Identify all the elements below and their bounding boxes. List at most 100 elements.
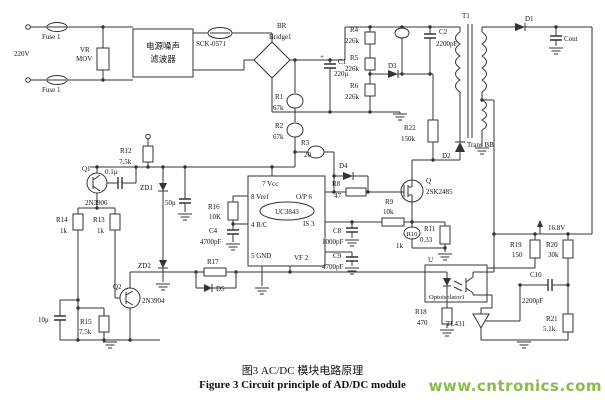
component-label: Cout (564, 35, 578, 43)
component-label: 滤波器 (150, 54, 176, 64)
diode-symbol (343, 172, 353, 180)
component-label: 7.5k (79, 328, 92, 336)
component-label: 4700pF (200, 238, 222, 246)
resistor-body (364, 83, 376, 97)
component-label: Q1 (82, 165, 91, 173)
resistor-oval (286, 93, 304, 109)
resistor-oval (403, 226, 421, 240)
terminal (25, 24, 31, 30)
component-label: C9 (333, 252, 342, 260)
component-label: Bridge1 (269, 33, 292, 41)
diode-symbol (515, 23, 525, 31)
transistor-circle (119, 287, 141, 309)
resistor-body (562, 313, 574, 333)
caption-english: Figure 3 Circuit principle of AD/DC modu… (199, 379, 406, 391)
resistor-body (142, 145, 154, 163)
emi-filter (132, 27, 273, 78)
component-label: BR (277, 22, 287, 30)
arrow-up (537, 220, 543, 227)
component-label: R2 (275, 122, 284, 130)
component-label: 7.5k (119, 158, 132, 166)
component-label: 226k (345, 65, 360, 73)
component-label: R22 (404, 124, 416, 132)
component-label: R12 (120, 147, 132, 155)
component-label: 226k (345, 93, 360, 101)
transformer-t1 (455, 24, 494, 155)
component-label: D3 (388, 62, 397, 70)
snubber-network (271, 26, 465, 180)
caption-chinese: 图3 AC/DC 模块电路原理 (241, 365, 364, 377)
component-label: UC3843 (275, 208, 299, 216)
resistor-body (72, 213, 84, 231)
resistor-body (427, 119, 439, 143)
component-label: C2 (439, 28, 448, 36)
resistor-body (562, 239, 574, 259)
current-sense-network (325, 217, 453, 261)
component-label: C8 (333, 227, 342, 235)
component-label: 10k (383, 208, 394, 216)
diode-symbol (455, 142, 465, 152)
component-label: 电源噪声 (146, 41, 180, 51)
resistor-body (203, 267, 227, 277)
component-label: R8 (332, 180, 341, 188)
feedback-divider (392, 100, 592, 340)
junction-dots (76, 25, 570, 342)
component-label: 1k (396, 242, 404, 250)
component-label: 470 (417, 319, 428, 327)
resistor-body (364, 31, 376, 45)
component-label: VR (80, 46, 90, 54)
component-label: 47 (334, 192, 342, 200)
component-label: Trans BB (467, 141, 494, 149)
component-label: R13 (93, 216, 105, 224)
component-label: 4 R/C (251, 221, 268, 229)
resistor-body (109, 213, 121, 231)
component-label: VF 2 (294, 254, 309, 262)
ic-body (247, 175, 326, 267)
component-label: + (320, 53, 324, 61)
component-label: Fuse 1 (42, 86, 61, 94)
component-label: 2200pF (522, 297, 544, 305)
component-label: 220V (14, 50, 30, 58)
component-label: 67k (273, 104, 284, 112)
diode-symbol (388, 70, 398, 78)
filter-box (132, 28, 194, 78)
component-label: R16 (208, 203, 220, 211)
component-label: 2N3906 (85, 199, 108, 207)
resistor-oval (286, 122, 304, 138)
component-label: D1 (525, 15, 534, 23)
component-label: 10μ (38, 316, 49, 324)
ic-name-oval (259, 201, 315, 221)
component-label: ZD1 (140, 184, 153, 192)
component-label: R14 (56, 216, 68, 224)
varistor-body (96, 47, 110, 71)
component-label: R5 (350, 54, 359, 62)
component-label: D5 (216, 285, 225, 293)
component-label: TL431 (446, 320, 466, 328)
component-label: T1 (462, 12, 470, 20)
component-label: 1k (60, 227, 68, 235)
component-label: R19 (510, 241, 522, 249)
component-label: 220μ (334, 70, 349, 78)
component-label: 1k (97, 227, 105, 235)
component-label: R20 (546, 241, 558, 249)
component-label: 2SK2485 (426, 188, 453, 196)
component-label: Q (426, 177, 431, 185)
zener-symbol (159, 260, 167, 268)
component-label: 4700pF (322, 263, 344, 271)
resistor-body (227, 201, 239, 221)
startup-resistors (90, 60, 335, 176)
component-label: R17 (207, 258, 219, 266)
component-label: D4 (339, 162, 348, 170)
component-label: 67k (273, 133, 284, 141)
component-label: 8 Vref (251, 193, 269, 201)
opto-box (424, 264, 488, 303)
component-label: SCK-0571 (196, 40, 226, 48)
mosfet-q (325, 172, 424, 222)
component-label: D2 (442, 152, 451, 160)
component-label: U (428, 256, 433, 264)
component-label: C10 (530, 271, 542, 279)
component-label: R6 (350, 82, 359, 90)
component-label: 1000pF (322, 238, 344, 246)
